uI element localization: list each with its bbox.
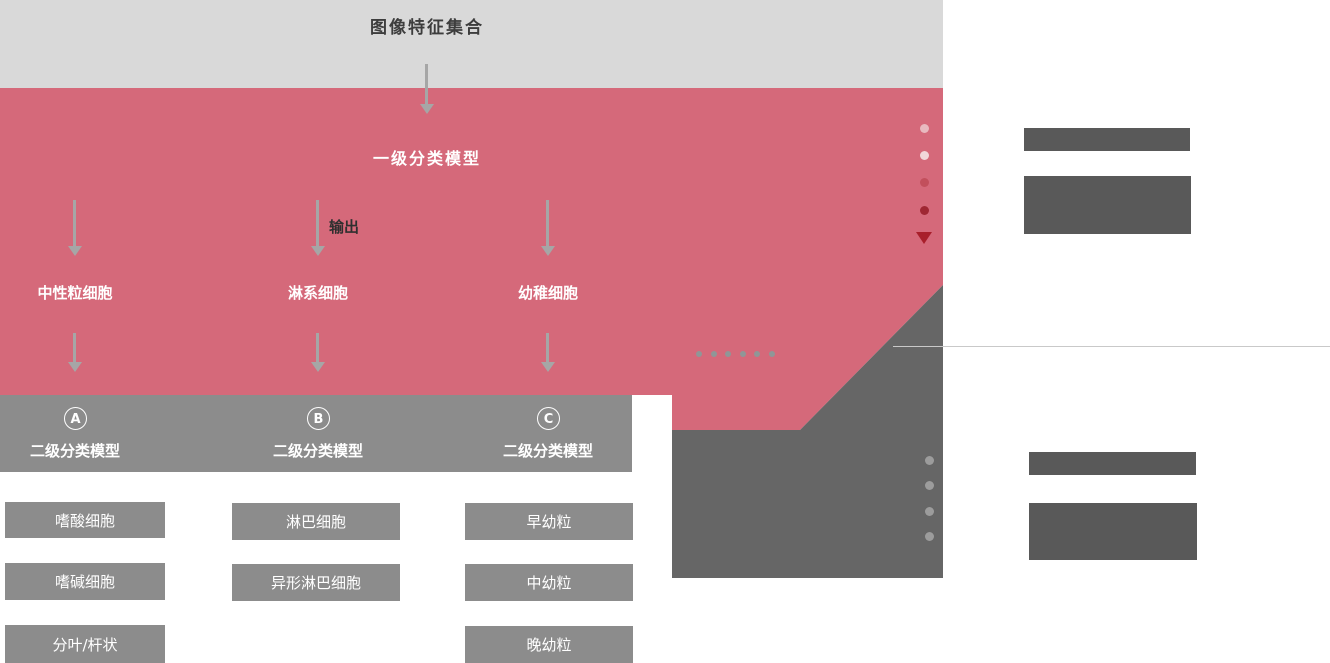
result-box: 中幼粒	[465, 564, 633, 601]
arrow-down-icon	[546, 333, 549, 362]
result-box: 晚幼粒	[465, 626, 633, 663]
dot-icon	[925, 456, 934, 465]
result-box: 嗜碱细胞	[5, 563, 165, 600]
legend-block	[1024, 176, 1191, 234]
category-lymphoid: 淋系细胞	[287, 284, 348, 302]
level2-model-label-a: 二级分类模型	[29, 442, 120, 460]
arrow-down-icon	[73, 200, 76, 246]
dot-icon	[711, 351, 717, 357]
dot-icon	[754, 351, 760, 357]
level2-model-label-c: 二级分类模型	[502, 442, 593, 460]
circle-letter-a-icon: A	[64, 407, 87, 430]
dot-icon	[740, 351, 746, 357]
progress-dot-icon	[920, 178, 929, 187]
circle-letter-c-icon: C	[537, 407, 560, 430]
level1-model-label: 一级分类模型	[372, 149, 481, 168]
category-neutrophil: 中性粒细胞	[37, 284, 113, 302]
dot-icon	[725, 351, 731, 357]
dark-panel-shape	[672, 285, 943, 578]
diagram-title: 图像特征集合	[370, 18, 484, 38]
result-box: 分叶/杆状	[5, 625, 165, 663]
feature-set-band	[0, 0, 943, 88]
legend-block	[1029, 452, 1196, 475]
arrow-down-icon	[73, 333, 76, 362]
result-box: 嗜酸细胞	[5, 502, 165, 538]
result-box: 早幼粒	[465, 503, 633, 540]
result-box: 异形淋巴细胞	[232, 564, 400, 601]
arrow-down-icon	[425, 64, 428, 104]
pink-panel-shape	[0, 88, 943, 430]
level2-model-label-b: 二级分类模型	[272, 442, 363, 460]
arrow-down-icon	[316, 333, 319, 362]
dot-icon	[925, 481, 934, 490]
progress-dot-icon	[920, 124, 929, 133]
progress-dot-icon	[920, 206, 929, 215]
circle-letter-b-icon: B	[307, 407, 330, 430]
dot-icon	[769, 351, 775, 357]
output-label: 输出	[329, 218, 360, 236]
separator-line	[893, 346, 1330, 347]
legend-block	[1029, 503, 1197, 560]
dot-icon	[925, 507, 934, 516]
dot-icon	[925, 532, 934, 541]
arrow-down-icon	[546, 200, 549, 246]
arrow-down-icon	[316, 200, 319, 246]
result-box: 淋巴细胞	[232, 503, 400, 540]
pointer-triangle-icon	[916, 232, 932, 244]
legend-block	[1024, 128, 1190, 151]
progress-dot-icon	[920, 151, 929, 160]
category-immature: 幼稚细胞	[517, 284, 578, 302]
dot-icon	[696, 351, 702, 357]
